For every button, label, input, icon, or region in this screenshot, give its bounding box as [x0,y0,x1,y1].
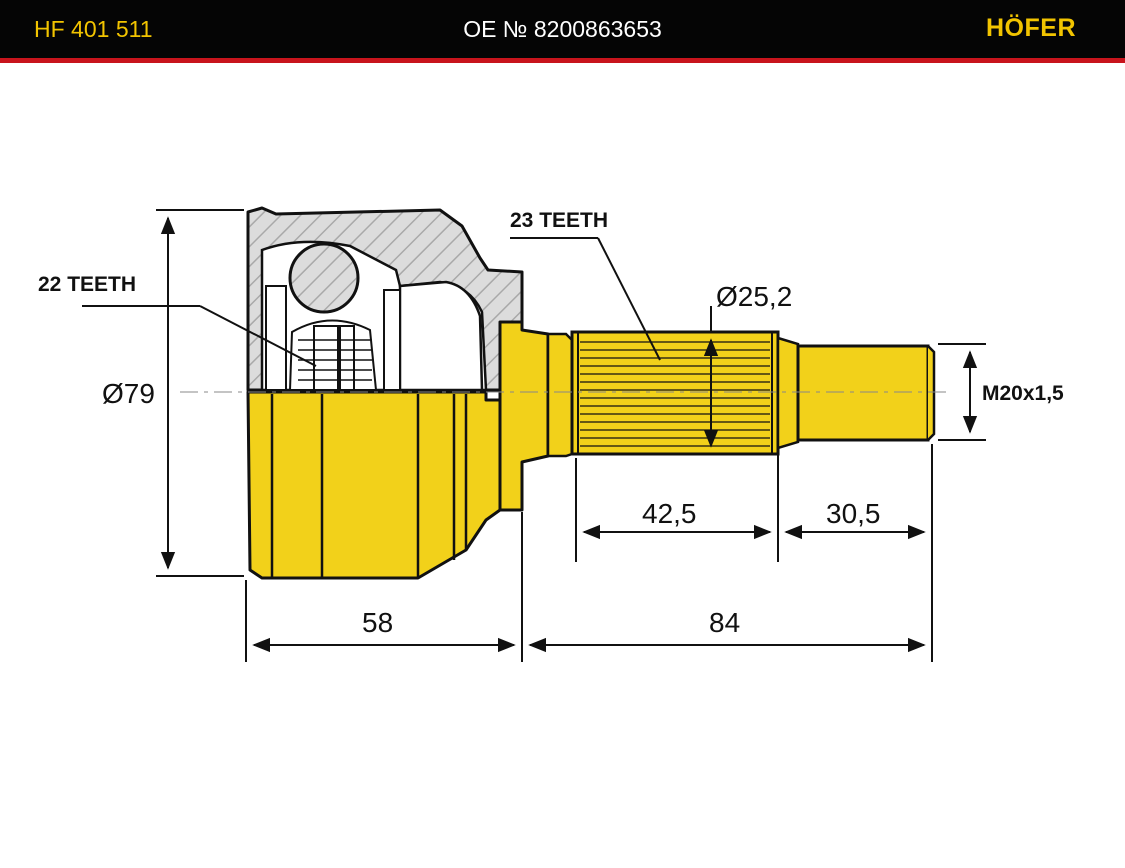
part-number: HF 401 511 [34,16,153,42]
shaft-length-label: 84 [709,607,740,638]
splined-shaft [570,330,780,456]
housing-exterior [246,390,502,580]
header-accent-line [0,58,1125,63]
threaded-end [776,336,936,450]
shaft-diameter-label: Ø25,2 [716,281,792,312]
outer-teeth-label: 22 TEETH [38,273,136,296]
thread-label: M20x1,5 [982,382,1064,405]
housing-section [246,206,524,392]
header-bar [0,0,1125,58]
spline-length-label: 42,5 [642,498,697,529]
brand-logo: HÖFER [986,14,1076,42]
body-length-label: 58 [362,607,393,638]
stem-collar [498,320,574,512]
outer-diameter-label: Ø79 [102,378,155,409]
shaft-teeth-label: 23 TEETH [510,209,608,232]
oe-number: OE № 8200863653 [463,16,662,42]
thread-length-label: 30,5 [826,498,881,529]
